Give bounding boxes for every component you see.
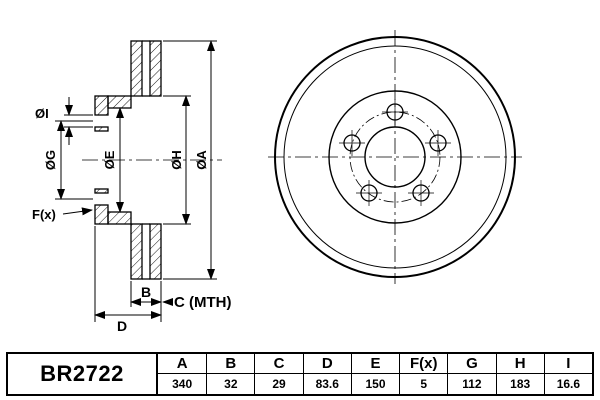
front-view [268,30,522,284]
table-header-cell: G [447,354,496,374]
table-value-cell: 83.6 [302,374,351,394]
label-dia-i: ØI [35,106,49,121]
bolt-hole-crosshairs [339,99,451,206]
table-header-cell: B [206,354,255,374]
part-number: BR2722 [8,354,158,394]
label-c-mth: C (MTH) [174,294,231,311]
dimension-lines [55,40,217,322]
table-header-cell: C [254,354,303,374]
label-dia-a: ØA [194,150,209,170]
label-dia-h: ØH [169,150,184,170]
hat-circle [328,90,462,224]
table-value-cell: 112 [447,374,495,394]
table-header-cell: D [302,354,351,374]
label-dia-e: ØE [102,150,117,169]
outer-diameter-circle [274,36,516,278]
table-header-cell: H [495,354,544,374]
label-dia-g: ØG [43,150,58,170]
friction-surface-circle [283,45,507,269]
table-value-cell: 5 [399,374,447,394]
spec-grid: A B C D E F(x) G H I 340 32 29 83.6 150 … [158,354,592,394]
table-header-cell: I [543,354,592,374]
table-header-cell: F(x) [399,354,448,374]
table-value-cell: 183 [495,374,544,394]
table-value-cell: 150 [350,374,399,394]
table-value-cell: 16.6 [543,374,592,394]
spec-table: BR2722 A B C D E F(x) G H I 340 32 29 83… [6,352,594,396]
table-header-cell: E [350,354,400,374]
label-f: F(x) [32,207,56,222]
table-value-cell: 32 [206,374,254,394]
label-b: B [141,284,151,300]
label-d: D [117,318,127,334]
technical-drawing: ØI ØG ØE ØH ØA F(x) B C (MTH) D [32,30,522,334]
table-header-cell: A [158,354,207,374]
cross-section-view [94,40,162,280]
table-value-cell: 29 [254,374,302,394]
centre-bore-circle [364,126,426,188]
table-value-cell: 340 [172,377,193,391]
